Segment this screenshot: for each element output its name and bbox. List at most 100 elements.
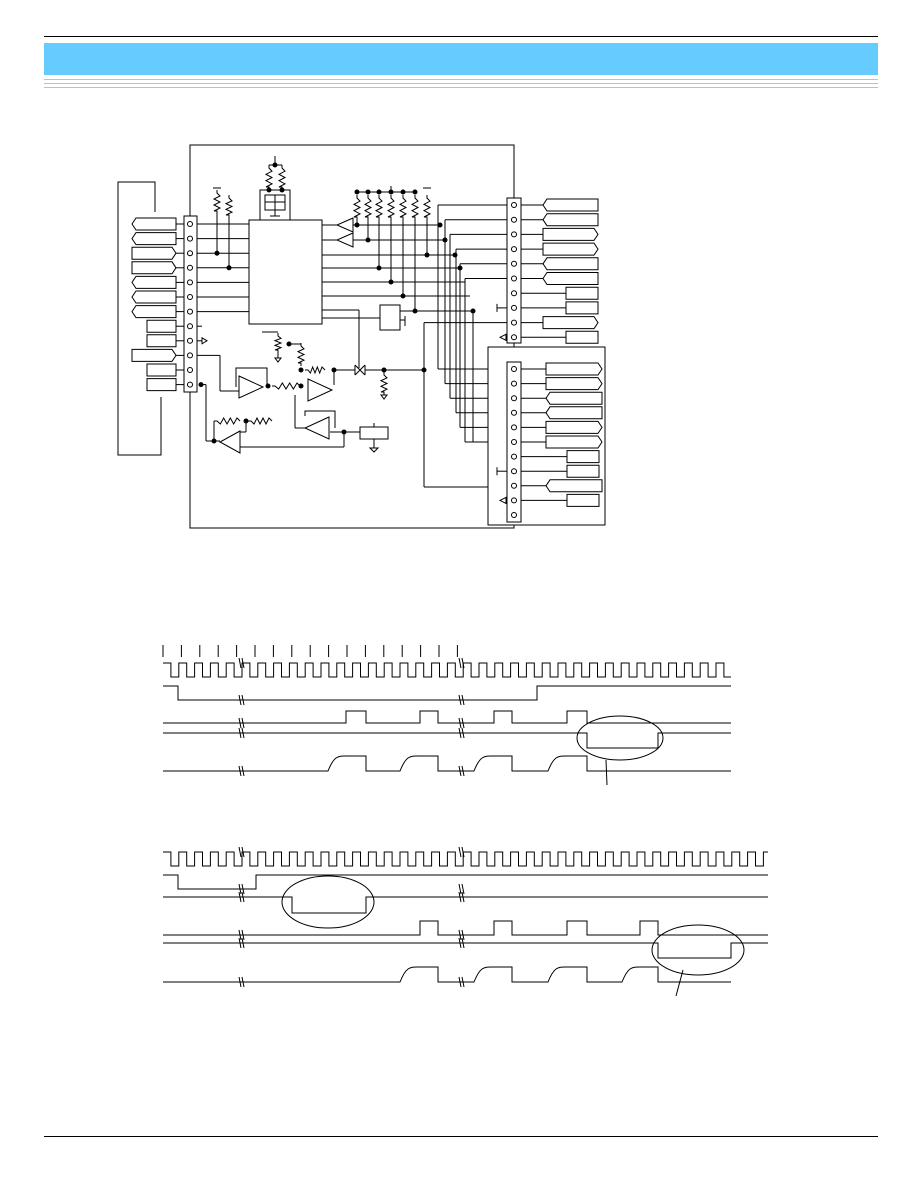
connector-pin — [511, 304, 517, 311]
output-waveform — [163, 966, 731, 983]
signal-label-box — [146, 319, 177, 333]
resistor — [386, 195, 396, 220]
break-mark-icon — [458, 727, 465, 739]
right-connector — [506, 197, 522, 344]
signal-label-box — [542, 242, 599, 256]
connector-pin — [511, 319, 517, 326]
signal-label-box — [131, 290, 177, 304]
resistor — [248, 416, 273, 426]
left-connector — [183, 215, 198, 393]
signal-label-box — [545, 362, 603, 376]
resistor — [264, 165, 274, 190]
connector-pin — [511, 497, 517, 504]
resistor — [422, 195, 432, 220]
junction-dot — [214, 250, 220, 256]
junction-dot — [298, 367, 304, 373]
external-loop — [117, 181, 162, 456]
connector-pin — [511, 334, 517, 341]
resistor — [224, 195, 234, 218]
break-mark-icon — [238, 717, 245, 729]
connector-pin — [511, 260, 517, 267]
connector-pin — [511, 246, 517, 253]
junction-dot — [400, 189, 406, 195]
connector-pin — [511, 202, 517, 208]
resistor — [410, 195, 420, 220]
highlight-ellipse — [281, 875, 375, 929]
resistor — [272, 382, 301, 390]
output-waveform — [163, 755, 731, 772]
connector-pin — [187, 235, 193, 242]
connector-pin — [187, 337, 193, 344]
feedback-wire — [304, 410, 336, 428]
connector-pin — [187, 308, 193, 315]
clock-waveform — [163, 662, 731, 678]
ground-arrow-icon — [498, 333, 507, 342]
break-mark-icon — [238, 891, 245, 903]
highlight-ellipse — [576, 715, 664, 761]
signal-label-box — [545, 406, 603, 420]
break-mark-icon — [238, 846, 245, 858]
connector-pin — [511, 409, 517, 416]
footer-rule — [44, 1136, 878, 1137]
break-mark-icon — [458, 846, 465, 858]
signal-label-box — [131, 261, 177, 275]
connector-pin — [511, 380, 517, 387]
junction-dot — [298, 383, 304, 389]
connector-pin — [511, 275, 517, 282]
signal-label-box — [146, 334, 177, 348]
connector-pin — [187, 221, 193, 227]
break-mark-icon — [458, 937, 465, 949]
op-amp-buffer — [307, 378, 334, 402]
break-mark-icon — [458, 657, 465, 669]
break-mark-icon — [458, 765, 465, 777]
signal-label-box — [542, 227, 599, 241]
connector-pin — [187, 250, 193, 257]
break-mark-icon — [238, 694, 245, 706]
break-mark-icon — [238, 937, 245, 949]
transistor-icon — [354, 364, 366, 376]
resistor — [212, 190, 222, 214]
pointer-arrow — [605, 759, 608, 786]
junction-dot — [457, 265, 463, 271]
signal-label-box — [131, 246, 177, 260]
signal-label-box — [566, 493, 600, 507]
signal-label-box — [146, 363, 177, 377]
signal-label-box — [565, 301, 599, 315]
connector-pin — [511, 231, 517, 238]
resistor — [398, 195, 408, 220]
connector-pin — [511, 439, 517, 445]
junction-dot — [442, 237, 448, 243]
break-mark-icon — [458, 717, 465, 729]
resistor — [277, 165, 287, 190]
signal-label-box — [545, 479, 603, 493]
connector-pin — [511, 290, 517, 297]
data-pulse-waveform — [163, 920, 768, 936]
signal-label-box — [565, 286, 599, 300]
highlight-ellipse — [651, 924, 745, 976]
op-amp-buffer — [238, 375, 265, 399]
banner-subrule — [44, 83, 878, 84]
break-mark-icon — [238, 929, 245, 941]
enable-waveform — [163, 874, 768, 890]
resistor — [273, 333, 283, 353]
clock-waveform — [163, 851, 768, 867]
connector-pin — [511, 216, 517, 223]
signal-label-box — [542, 198, 599, 212]
ground-arrow-icon — [274, 357, 282, 363]
data-pulse-waveform — [163, 710, 731, 724]
connector-pin — [511, 482, 517, 489]
junction-dot — [412, 189, 418, 195]
signal-label-box — [545, 391, 603, 405]
ic-chip — [248, 219, 323, 325]
junction-dot — [437, 222, 443, 228]
junction-dot — [272, 162, 278, 168]
op-amp-buffer — [218, 430, 241, 454]
break-mark-icon — [458, 883, 465, 895]
connector-pin — [511, 512, 517, 518]
signal-label-box — [545, 377, 603, 391]
ack-waveform — [163, 732, 731, 749]
break-mark-icon — [238, 657, 245, 669]
signal-label-box — [545, 420, 603, 434]
break-mark-icon — [458, 976, 465, 988]
